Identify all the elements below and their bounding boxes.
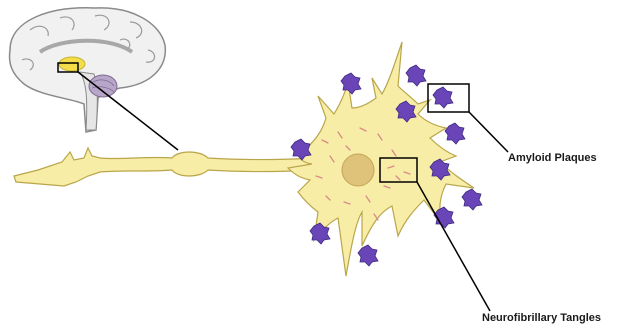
amyloid-plaques-label: Amyloid Plaques xyxy=(508,152,597,164)
nucleus xyxy=(342,154,374,186)
neurofibrillary-tangles-label: Neurofibrillary Tangles xyxy=(482,312,601,324)
plaque xyxy=(433,87,453,108)
cerebellum xyxy=(89,75,117,97)
plaques-pointer xyxy=(469,112,508,152)
axon xyxy=(14,148,318,186)
plaque xyxy=(445,123,465,144)
cell-body xyxy=(288,42,474,276)
plaque xyxy=(341,73,361,94)
plaque xyxy=(358,245,378,266)
plaque xyxy=(462,189,482,210)
plaque xyxy=(406,65,426,86)
thalamus xyxy=(59,57,85,71)
brain-inset xyxy=(10,8,166,132)
